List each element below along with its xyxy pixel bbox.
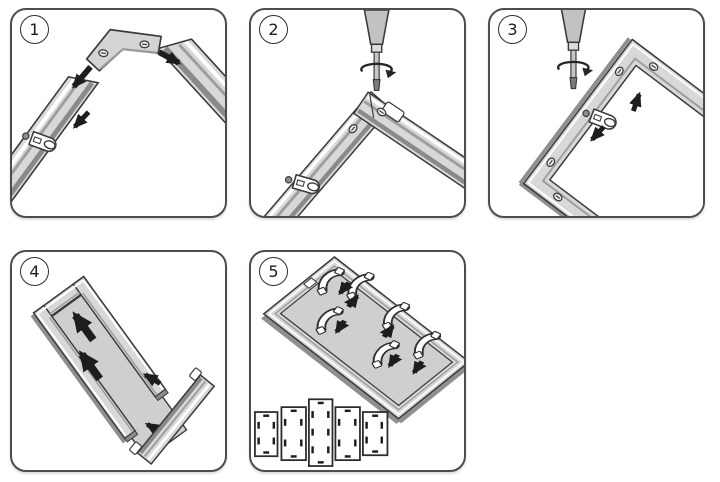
insert-bracket-left-arrow [71, 64, 93, 89]
attach-rail-arrow [142, 372, 162, 387]
corner-bracket-tab [381, 101, 405, 123]
step-4-illustration [30, 275, 216, 466]
slide-clip-up-arrow [629, 91, 642, 112]
turn-clip-arrow [379, 324, 395, 339]
step-number-badge: 5 [259, 257, 288, 286]
slide-panel-arrow [72, 311, 97, 343]
mitre-joint [369, 94, 375, 119]
step-panel-2: 2 [249, 8, 466, 218]
size-templates [254, 398, 389, 467]
step-number-badge: 2 [259, 15, 288, 44]
loose-rail [129, 367, 216, 466]
step-5-illustration [254, 256, 464, 467]
step-number-badge: 3 [498, 15, 527, 44]
frame-back [261, 256, 464, 424]
template-clip-marks [257, 401, 384, 464]
step-number-badge: 1 [20, 15, 49, 44]
step-3-illustration [518, 10, 703, 216]
turn-clip-arrow [411, 360, 427, 375]
turn-clip-arrow [343, 294, 360, 309]
corner-bracket [85, 28, 163, 72]
turn-clip-arrow [337, 281, 354, 296]
screwdriver [560, 10, 587, 90]
slide-panel-arrow [78, 350, 103, 382]
step-panel-3: 3 [488, 8, 705, 218]
step-2-illustration [253, 10, 464, 216]
screwdriver [363, 10, 390, 92]
insert-clip-arrow [72, 110, 91, 129]
frame-rail-right [156, 38, 225, 127]
frame-with-backing [30, 275, 188, 460]
step-1-illustration [12, 28, 225, 211]
frame-corner [253, 90, 464, 216]
step-panel-1: 1 [10, 8, 227, 218]
bracket-screw [139, 40, 150, 49]
turn-clip-arrow [387, 353, 403, 369]
step-panel-5: 5 [249, 250, 466, 472]
step-panel-4: 4 [10, 250, 227, 472]
slide-clip-down-arrow [590, 125, 606, 142]
bracket-screw [97, 48, 109, 58]
turn-clip-arrow [334, 319, 350, 335]
step-number-badge: 4 [20, 257, 49, 286]
insert-bracket-right-arrow [157, 49, 182, 66]
